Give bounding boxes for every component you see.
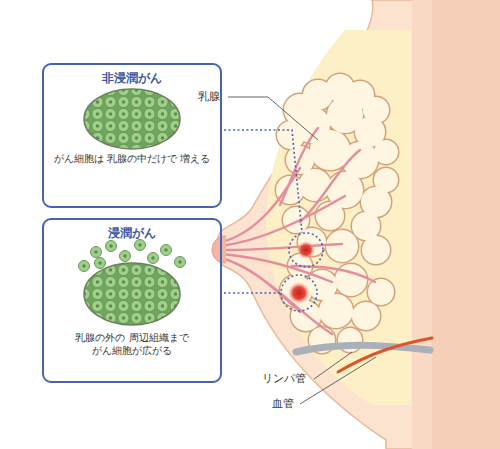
part-label: 乳腺: [198, 90, 220, 104]
box-heading: 浸潤がん: [108, 225, 156, 241]
box-heading: 非浸潤がん: [102, 70, 162, 86]
callout-box: 浸潤がん乳腺の外の 周辺組織まで がん細胞が広がる: [42, 218, 222, 383]
part-label: リンパ管: [262, 372, 306, 386]
part-label: 血管: [272, 397, 294, 411]
box-body: 乳腺の外の 周辺組織まで がん細胞が広がる: [52, 331, 212, 357]
callout-box: 非浸潤がんがん細胞は 乳腺の中だけで 増える: [42, 63, 222, 208]
box-body: がん細胞は 乳腺の中だけで 増える: [52, 152, 212, 165]
